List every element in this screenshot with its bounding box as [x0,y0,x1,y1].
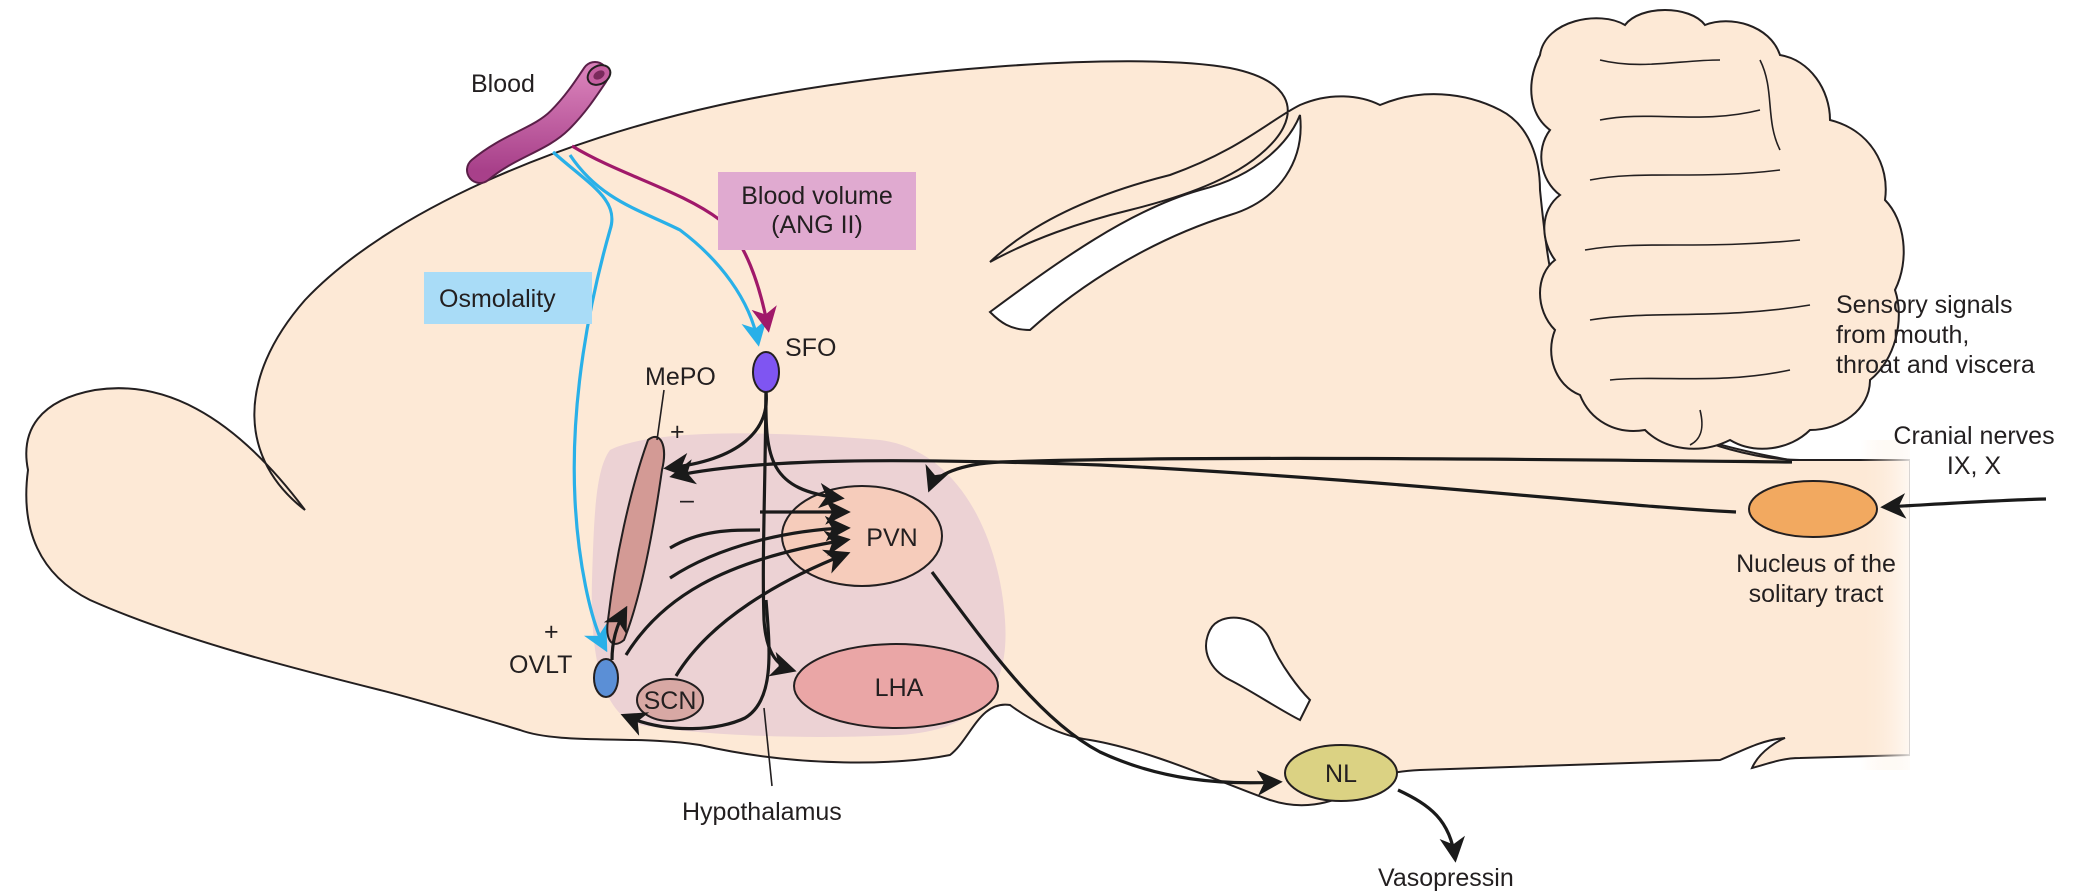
pvn-label: PVN [866,524,917,552]
projection-arrows [603,391,2047,863]
scn-to-pvn-arrow [674,549,851,677]
sensory-signals-label-line3: throat and viscera [1836,351,2035,379]
osmolality-box [424,272,592,324]
nts-node [1748,480,1878,538]
sfo-to-ovlt-arrow [620,599,771,736]
blood-vessel-icon [466,61,612,184]
mepo-to-pvn-stub [669,528,761,550]
brainstem-mask [1910,440,2074,780]
brain-sagittal-outline [25,60,1911,807]
mepo-pointer [656,389,665,441]
blood-volume-box [718,172,916,250]
nl-label: NL [1325,760,1357,788]
osmolality-to-ovlt-arrow [551,150,614,653]
ovlt-node [593,658,619,698]
sfo-label: SFO [785,334,836,362]
sensory-signals-label-line1: Sensory signals [1836,291,2012,319]
mepo-minus-sign: – [680,486,694,514]
cranial-nerves-label: Cranial nerves [1893,422,2054,450]
osmolality-to-sfo-arrow [568,154,767,347]
blood-volume-label: Blood volume [741,182,892,210]
nts-to-mepo-arrow [669,459,1737,514]
lha-node [793,643,999,729]
scn-node [636,678,704,722]
ovlt-to-mepo-arrow [603,605,628,661]
hypothalamus-label: Hypothalamus [682,798,842,826]
sfo-to-lha-arrow [761,391,797,677]
sfo-node [752,351,780,393]
nts-label-line2: solitary tract [1749,580,1884,608]
hypothalamus-pointer [763,707,773,787]
mepo-to-pvn-arrow [669,515,851,580]
mepo-label: MePO [645,363,716,391]
blood-label: Blood [471,70,535,98]
osmolality-label: Osmolality [439,285,556,313]
mepo-node [606,435,666,645]
lha-label: LHA [875,674,924,702]
cranial-to-nts-arrow [1880,493,2047,519]
nl-node [1284,744,1398,802]
mepo-plus-sign: + [670,418,685,446]
nl-to-vasopressin-arrow [1397,788,1465,863]
cranial-nerves-ix-x-label: IX, X [1947,452,2002,480]
ovlt-plus-sign: + [544,618,559,646]
pituitary-recess [1205,616,1312,722]
ovlt-label: OVLT [509,651,572,679]
vasopressin-label: Vasopressin [1378,864,1514,892]
nts-to-pvn-arrow [925,456,1793,493]
sensory-signals-label-line2: from mouth, [1836,321,1969,349]
cerebellum [1530,9,1905,450]
ovlt-to-pvn-arrow [624,530,851,656]
scn-label: SCN [644,687,697,715]
nts-label-line1: Nucleus of the [1736,550,1896,578]
ang-ii-label: (ANG II) [771,211,863,239]
pvn-to-nl-arrow [930,571,1283,796]
